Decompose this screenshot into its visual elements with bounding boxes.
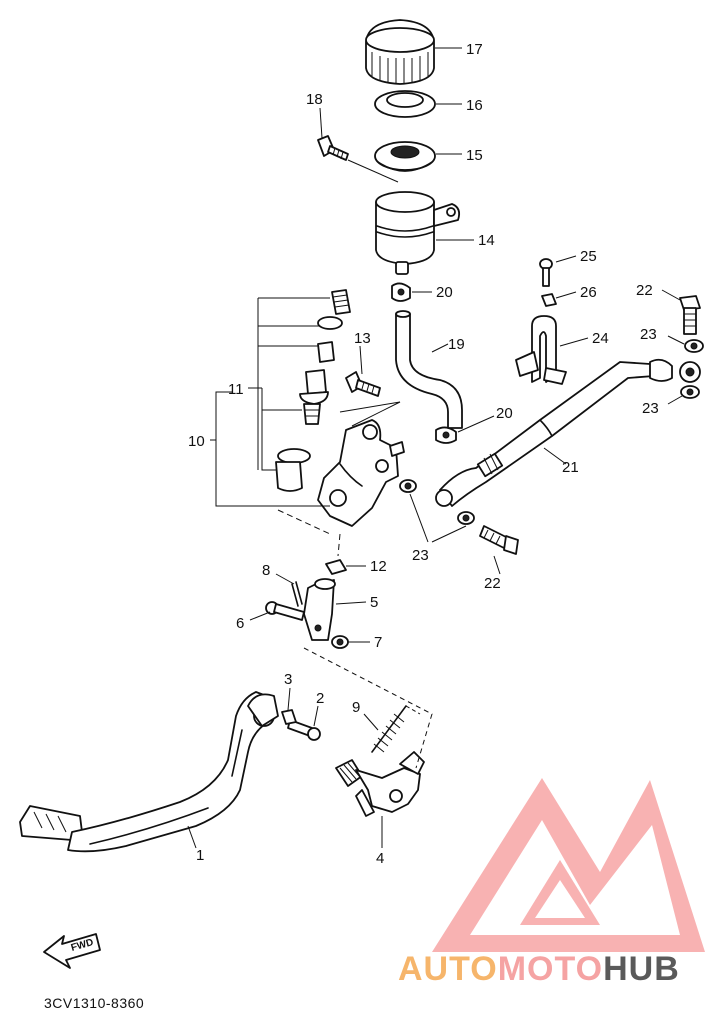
hose-bracket-24 bbox=[515, 315, 567, 385]
callout-20-upper: 20 bbox=[436, 284, 453, 301]
callout-19: 19 bbox=[448, 336, 465, 353]
washer-23-c bbox=[684, 339, 704, 353]
bolt-22-upper bbox=[679, 295, 701, 335]
pedal-shaft-4 bbox=[335, 751, 425, 817]
watermark-text: AUTOMOTOHUB bbox=[398, 950, 680, 988]
callout-14: 14 bbox=[478, 232, 495, 249]
callout-7: 7 bbox=[374, 634, 382, 651]
cotter-pin-8 bbox=[291, 581, 303, 607]
callout-21: 21 bbox=[562, 459, 579, 476]
leader-lines bbox=[187, 47, 685, 849]
callout-3: 3 bbox=[284, 671, 292, 688]
fwd-arrow: FWD bbox=[43, 933, 101, 969]
callout-25: 25 bbox=[580, 248, 597, 265]
washer-23-d bbox=[680, 385, 700, 399]
reservoir-hose bbox=[395, 310, 463, 429]
washer-7 bbox=[331, 635, 349, 649]
bolt-22-lower bbox=[479, 525, 519, 555]
watermark-logo-mark bbox=[432, 778, 705, 952]
callout-18: 18 bbox=[306, 91, 323, 108]
reservoir-tank bbox=[375, 191, 461, 275]
callout-23-upper: 23 bbox=[640, 326, 657, 343]
nut-26 bbox=[541, 293, 557, 307]
watermark-moto: MOTO bbox=[498, 950, 603, 988]
callout-10: 10 bbox=[188, 433, 205, 450]
master-cylinder-body bbox=[317, 419, 405, 527]
callout-9: 9 bbox=[352, 699, 360, 716]
clip-20-lower bbox=[435, 426, 457, 444]
callout-26: 26 bbox=[580, 284, 597, 301]
nut-12 bbox=[325, 559, 347, 575]
pin-6 bbox=[265, 601, 305, 621]
diagram-code: 3CV1310-8360 bbox=[44, 995, 144, 1011]
callout-11: 11 bbox=[228, 381, 244, 398]
clip-20-upper bbox=[391, 282, 411, 302]
callout-2: 2 bbox=[316, 690, 324, 707]
callout-17: 17 bbox=[466, 41, 483, 58]
callout-5: 5 bbox=[370, 594, 378, 611]
callout-16: 16 bbox=[466, 97, 483, 114]
callout-12: 12 bbox=[370, 558, 387, 575]
callout-22-upper: 22 bbox=[636, 282, 653, 299]
watermark-hub: HUB bbox=[603, 950, 680, 988]
plate bbox=[374, 141, 436, 172]
bolt-25 bbox=[539, 258, 553, 287]
washer-23-a bbox=[399, 479, 417, 493]
bolt-13 bbox=[345, 371, 381, 397]
return-spring-9 bbox=[371, 705, 407, 753]
callout-6: 6 bbox=[236, 615, 244, 632]
callout-23-right: 23 bbox=[642, 400, 659, 417]
callout-15: 15 bbox=[466, 147, 483, 164]
callout-1: 1 bbox=[196, 847, 204, 864]
brake-pedal bbox=[19, 691, 279, 853]
callout-8: 8 bbox=[262, 562, 270, 579]
washer-23-b bbox=[457, 511, 475, 525]
nut-3 bbox=[281, 709, 297, 725]
watermark-auto: AUTO bbox=[398, 950, 498, 988]
callout-20-lower: 20 bbox=[496, 405, 513, 422]
bolt-2 bbox=[287, 719, 321, 741]
callout-4: 4 bbox=[376, 850, 384, 867]
callout-22-lower: 22 bbox=[484, 575, 501, 592]
screw-18 bbox=[317, 135, 399, 183]
clevis-5 bbox=[303, 578, 336, 641]
callout-13: 13 bbox=[354, 330, 371, 347]
master-cylinder-kit bbox=[275, 289, 351, 492]
callout-24: 24 bbox=[592, 330, 609, 347]
callout-23-lower: 23 bbox=[412, 547, 429, 564]
reservoir-cap bbox=[365, 19, 435, 85]
callout-labels: 1 2 3 4 5 6 7 8 9 10 11 12 13 14 15 16 1… bbox=[188, 41, 659, 867]
diaphragm bbox=[374, 90, 436, 118]
brake-hose-21 bbox=[435, 358, 701, 507]
